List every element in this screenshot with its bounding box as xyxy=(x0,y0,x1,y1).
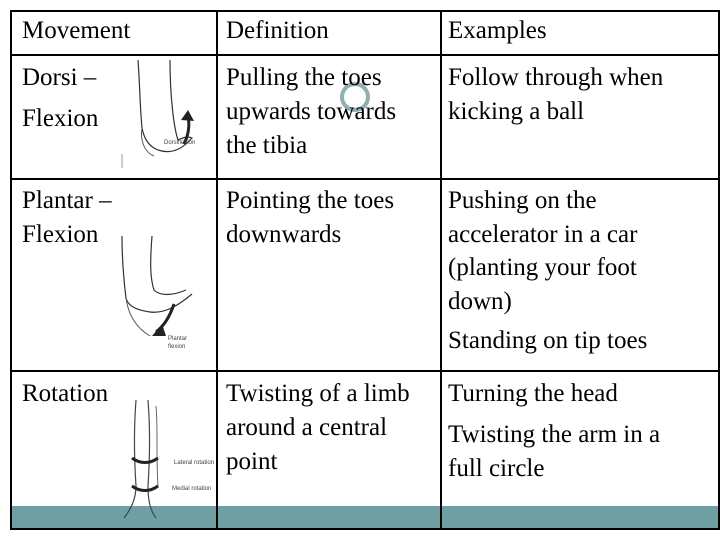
row3-definition-line3: point xyxy=(226,448,278,475)
row3-example-line2: Twisting the arm in a xyxy=(448,421,661,448)
foot-dorsiflexion-icon: Dorsiflexion xyxy=(121,59,195,168)
row2-example-line4: down) xyxy=(448,288,512,315)
row1-example-line2: kicking a ball xyxy=(448,98,585,125)
row2-movement-line2: Flexion xyxy=(22,221,99,248)
leg-rotation-icon: Lateral rotation Medial rotation xyxy=(123,399,214,519)
table-border-top xyxy=(10,10,720,12)
row2-example-line3: (planting your foot xyxy=(448,254,637,281)
row3-definition-line1: Twisting of a limb xyxy=(226,380,410,407)
plantarflexion-label-line2: flexion xyxy=(168,344,185,350)
row3-example-line3: full circle xyxy=(448,455,545,482)
medial-rotation-label: Medial rotation xyxy=(172,486,211,492)
bottom-accent-bar xyxy=(10,506,720,528)
row1-definition-line2: upwards towards xyxy=(226,98,397,125)
row2-movement-line1: Plantar – xyxy=(22,187,112,214)
row3-definition-line2: around a central xyxy=(226,414,388,441)
row1-definition-line3: the tibia xyxy=(226,132,308,159)
row2-definition-line2: downwards xyxy=(226,221,342,248)
row3-movement: Rotation xyxy=(22,380,109,407)
row2-example-line2: accelerator in a car xyxy=(448,221,638,248)
row1-definition-line1: Pulling the toes xyxy=(226,64,382,91)
table-column-divider xyxy=(216,10,218,530)
table-row-divider xyxy=(10,370,720,372)
header-definition: Definition xyxy=(226,17,329,44)
decorative-circle-icon xyxy=(340,82,370,112)
header-movement: Movement xyxy=(22,17,131,44)
row1-movement-line2: Flexion xyxy=(22,105,99,132)
dorsiflexion-label: Dorsiflexion xyxy=(164,140,195,146)
table-border-bottom xyxy=(10,528,720,530)
plantarflexion-label-line1: Plantar xyxy=(168,336,187,342)
header-examples: Examples xyxy=(448,17,547,44)
row1-example-line1: Follow through when xyxy=(448,64,664,91)
row1-movement-line1: Dorsi – xyxy=(22,64,97,91)
row2-example-line1: Pushing on the xyxy=(448,187,597,214)
table-row-divider xyxy=(10,178,720,180)
row2-definition-line1: Pointing the toes xyxy=(226,187,395,214)
row3-example-line1: Turning the head xyxy=(448,380,618,407)
table-row-divider xyxy=(10,54,720,56)
table-column-divider xyxy=(440,10,442,530)
lateral-rotation-label: Lateral rotation xyxy=(174,460,214,466)
foot-plantarflexion-icon: Plantar flexion xyxy=(121,235,193,350)
row2-example-line5: Standing on tip toes xyxy=(448,327,648,354)
table-border-left xyxy=(10,10,12,530)
